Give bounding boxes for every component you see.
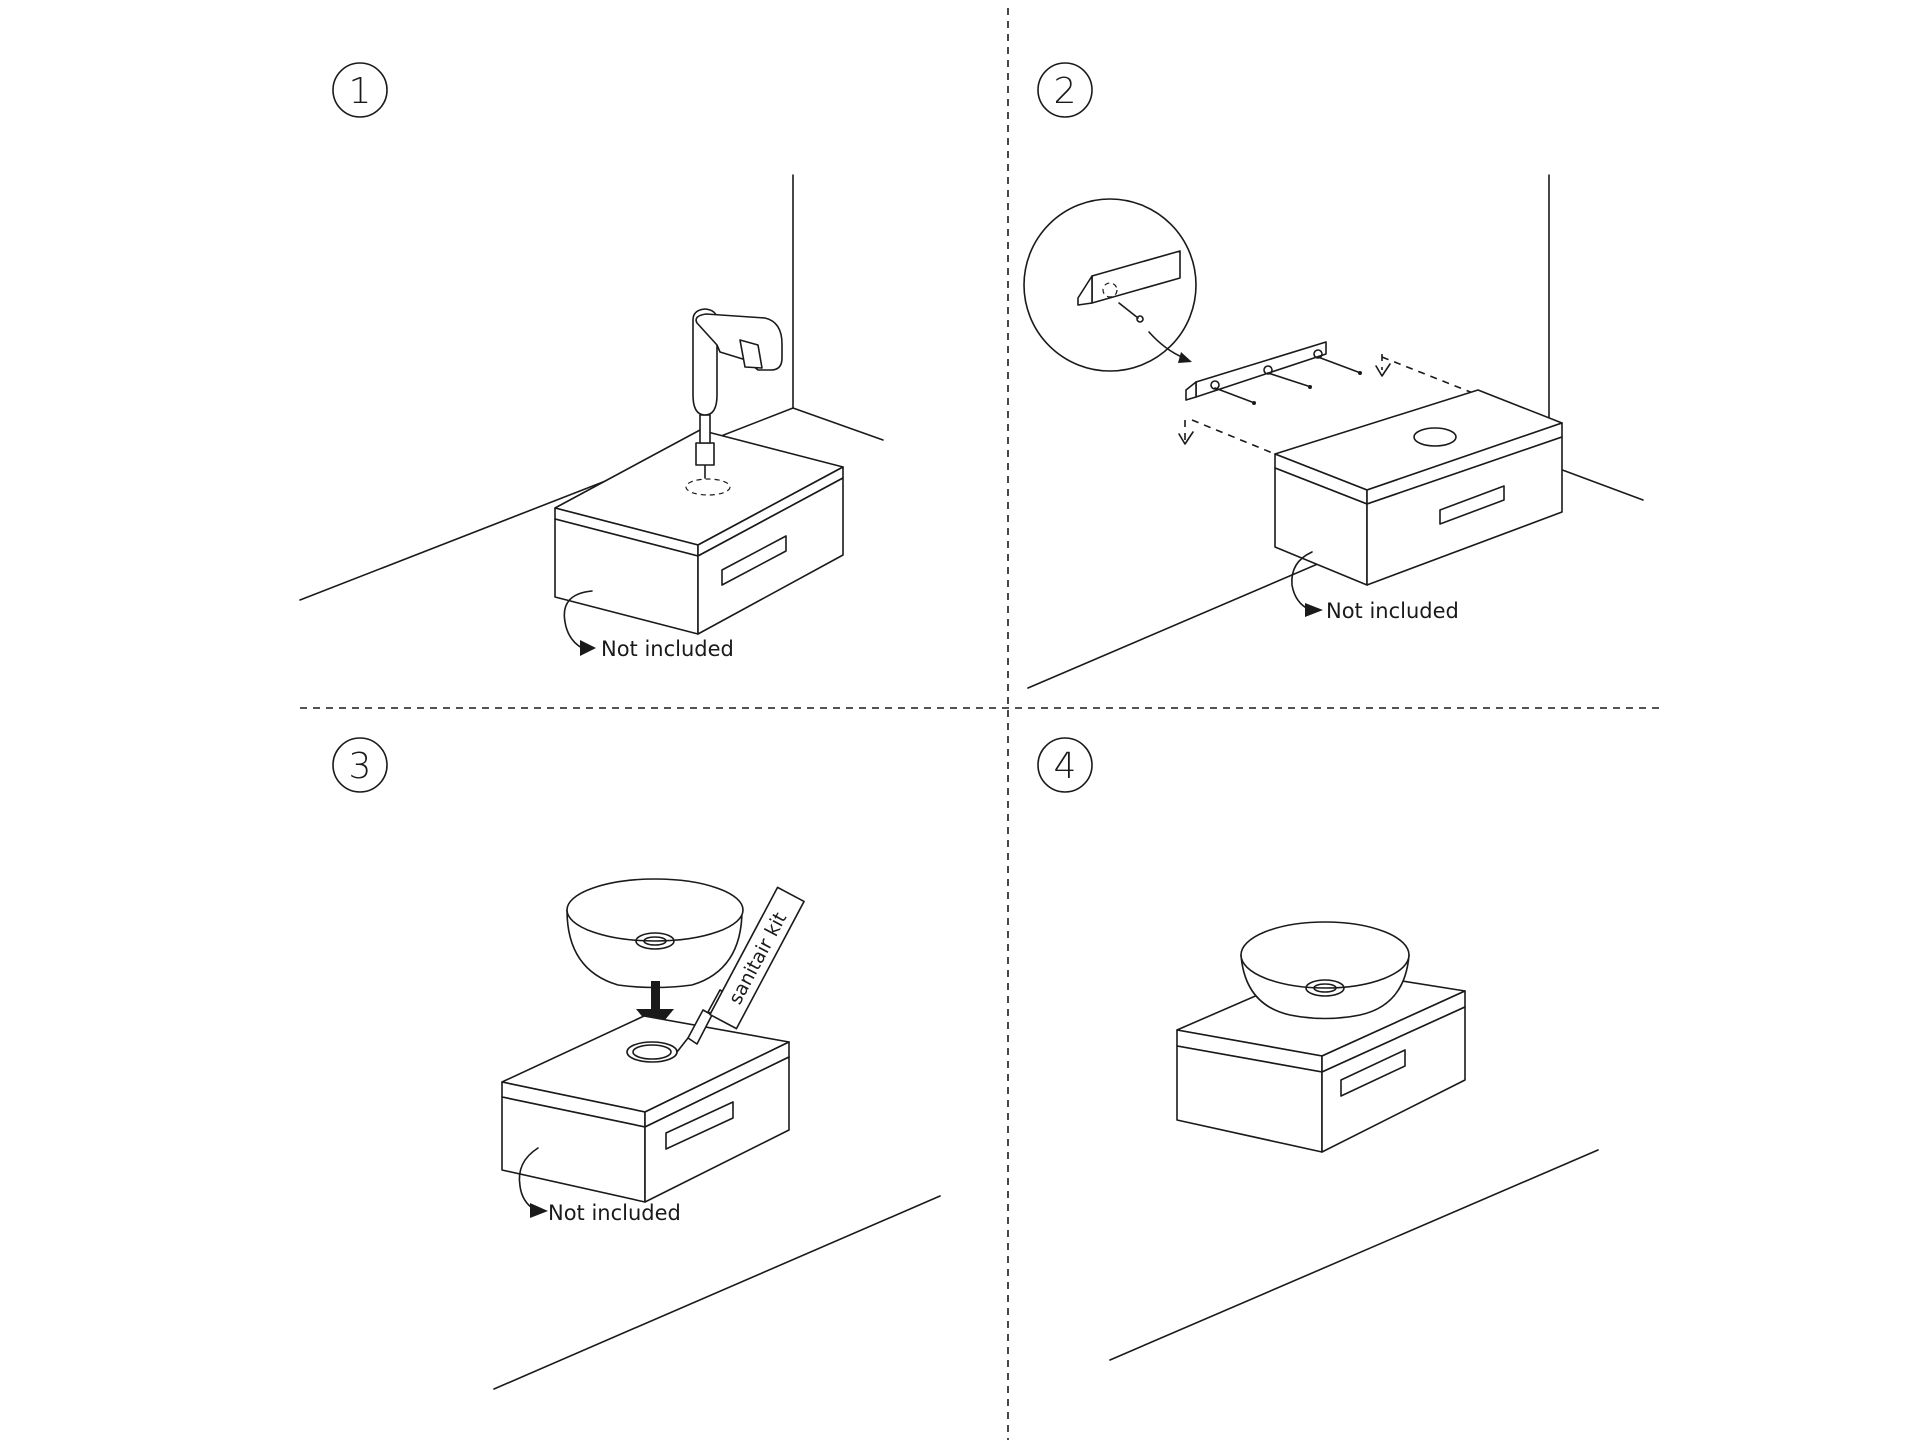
step-3-panel: 3 [332,737,941,1390]
step-2-note-label: Not included [1326,599,1459,623]
detail-magnifier [1023,198,1197,372]
step-4-badge: 4 [1037,737,1093,793]
step-3-cabinet [501,1015,790,1203]
drawer-handle [1340,1049,1406,1097]
drawer-handle [665,1101,734,1150]
step-2-number: 2 [1054,71,1077,112]
step-2-panel: 2 [1023,62,1644,689]
step-1-number: 1 [349,71,372,112]
step-2-badge: 2 [1037,62,1093,118]
step-1-note-label: Not included [601,637,734,661]
drill-icon [692,308,783,479]
drill-mark [685,478,731,496]
step-1-note: Not included [563,590,734,661]
slide-guides [1178,354,1479,455]
basin-hole [1413,427,1457,447]
step-4-number: 4 [1054,746,1077,787]
step-3-note: Not included [518,1147,681,1225]
step-1-badge: 1 [332,62,388,118]
drawer-handle [1439,485,1505,525]
step-3-floor [493,1195,941,1390]
step-2-note: Not included [1291,551,1459,623]
vessel-basin [566,878,744,989]
step-3-number: 3 [349,746,372,787]
step-4-floor [1109,1149,1599,1361]
step-1-panel: 1 Not included [299,62,884,661]
step-3-note-label: Not included [548,1201,681,1225]
step-1-cabinet [554,429,844,635]
step-2-cabinet [1274,389,1563,586]
drawer-handle [721,535,787,586]
step-3-badge: 3 [332,737,388,793]
wall-bracket [1185,341,1362,405]
installed-basin [1240,921,1410,1020]
step-4-panel: 4 [1037,737,1599,1361]
